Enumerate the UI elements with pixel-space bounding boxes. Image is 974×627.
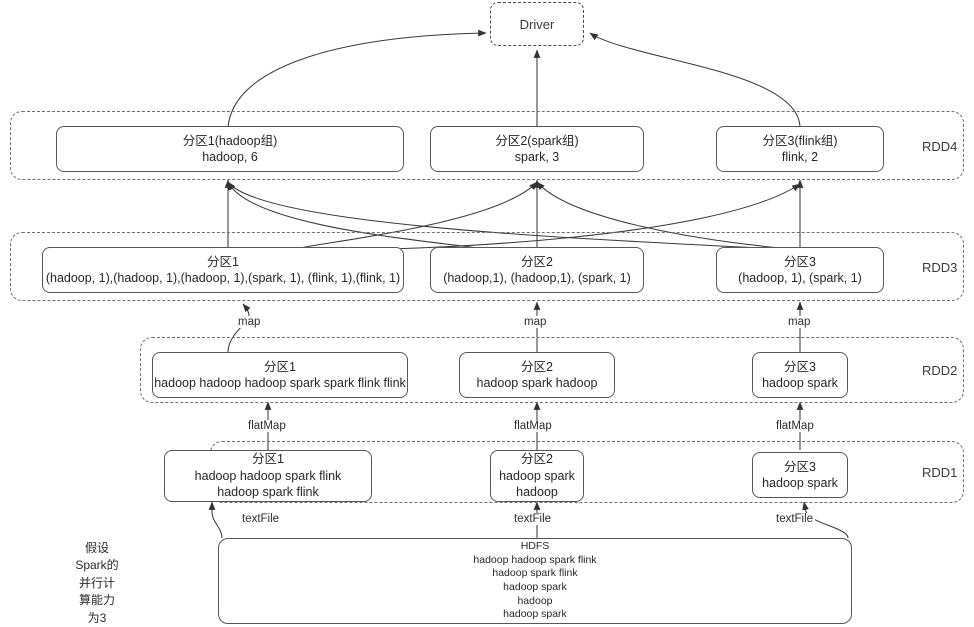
- rdd2-partition-2[interactable]: 分区2 hadoop spark hadoop: [459, 352, 615, 398]
- rdd1-partition-2-line-1: hadoop spark: [499, 468, 575, 483]
- rdd4-partition-3-title: 分区3(flink组): [762, 133, 838, 148]
- rdd1-partition-3-line-1: hadoop spark: [762, 476, 838, 490]
- rdd2-partition-2-line-1: hadoop spark hadoop: [476, 376, 598, 390]
- rdd3-partition-3[interactable]: 分区3 (hadoop, 1), (spark, 1): [716, 247, 884, 293]
- rdd2-partition-1-line-1: hadoop hadoop hadoop spark spark flink f…: [154, 376, 406, 390]
- rdd1-partition-2-line-2: hadoop: [516, 485, 558, 500]
- rdd1-partition-1-line-1: hadoop hadoop spark flink: [194, 468, 342, 483]
- rdd-label-rdd1: RDD1: [922, 465, 958, 480]
- rdd2-partition-1[interactable]: 分区1 hadoop hadoop hadoop spark spark fli…: [152, 352, 408, 398]
- hdfs-line-1: hadoop hadoop spark flink: [473, 553, 597, 566]
- edge-label-map-2: map: [522, 316, 549, 328]
- edge-label-flatmap-1: flatMap: [246, 420, 288, 432]
- rdd-group-rdd4: [10, 111, 964, 180]
- edge-label-map-1: map: [236, 316, 263, 328]
- rdd1-partition-3-title: 分区3: [784, 459, 816, 474]
- rdd3-partition-2-title: 分区2: [521, 254, 553, 269]
- rdd4-partition-3-line-1: flink, 2: [781, 150, 819, 164]
- rdd4-partition-2-title: 分区2(spark组): [495, 133, 579, 148]
- rdd2-partition-3-line-1: hadoop spark: [762, 376, 838, 390]
- rdd-group-rdd2: [140, 337, 964, 403]
- rdd2-partition-1-title: 分区1: [264, 359, 296, 374]
- rdd4-partition-1-title: 分区1(hadoop组): [182, 133, 278, 148]
- rdd3-partition-3-title: 分区3: [784, 254, 816, 269]
- parallelism-note: 假设 Spark的 并行计 算能力 为3: [75, 541, 119, 625]
- edge-textfile-p1: [208, 501, 223, 539]
- rdd2-partition-3-title: 分区3: [784, 359, 816, 374]
- driver-label: Driver: [519, 16, 555, 32]
- rdd4-partition-2[interactable]: 分区2(spark组) spark, 3: [430, 126, 644, 172]
- rdd1-partition-1-line-2: hadoop spark flink: [217, 485, 319, 500]
- rdd4-partition-1[interactable]: 分区1(hadoop组) hadoop, 6: [56, 126, 404, 172]
- rdd-group-rdd3: [10, 232, 964, 301]
- edge-label-textfile-3: textFile: [774, 513, 816, 525]
- rdd-label-rdd2: RDD2: [922, 363, 958, 378]
- hdfs-line-3: hadoop spark: [503, 581, 567, 593]
- rdd1-partition-3[interactable]: 分区3 hadoop spark: [752, 452, 848, 498]
- edge-label-textfile-2: textFile: [512, 513, 554, 525]
- edge-label-flatmap-2: flatMap: [512, 420, 554, 432]
- rdd3-partition-3-line-1: (hadoop, 1), (spark, 1): [738, 271, 862, 285]
- hdfs-title: HDFS: [520, 540, 550, 553]
- edge-label-map-3: map: [786, 316, 813, 328]
- hdfs-line-5: hadoop spark: [503, 608, 567, 621]
- rdd3-partition-2-line-1: (hadoop,1), (hadoop,1), (spark, 1): [443, 271, 631, 285]
- edge-label-flatmap-3: flatMap: [774, 420, 816, 432]
- hdfs-node[interactable]: HDFS hadoop hadoop spark flink hadoop sp…: [218, 538, 852, 624]
- rdd1-partition-2-title: 分区2: [521, 452, 553, 467]
- rdd3-partition-1[interactable]: 分区1 (hadoop, 1),(hadoop, 1),(hadoop, 1),…: [42, 247, 404, 293]
- rdd-label-rdd3: RDD3: [922, 260, 958, 275]
- rdd1-partition-1[interactable]: 分区1 hadoop hadoop spark flink hadoop spa…: [164, 450, 372, 502]
- rdd3-partition-2[interactable]: 分区2 (hadoop,1), (hadoop,1), (spark, 1): [430, 247, 644, 293]
- edge-label-textfile-1: textFile: [240, 513, 282, 525]
- rdd-label-rdd4: RDD4: [922, 139, 958, 154]
- rdd4-partition-3[interactable]: 分区3(flink组) flink, 2: [716, 126, 884, 172]
- rdd4-partition-2-line-1: spark, 3: [514, 150, 560, 164]
- rdd3-partition-1-title: 分区1: [207, 254, 239, 269]
- rdd1-partition-1-title: 分区1: [252, 452, 284, 467]
- hdfs-line-4: hadoop: [517, 594, 553, 607]
- rdd1-partition-2[interactable]: 分区2 hadoop spark hadoop: [490, 450, 584, 502]
- rdd2-partition-3[interactable]: 分区3 hadoop spark: [752, 352, 848, 398]
- hdfs-line-2: hadoop spark flink: [492, 567, 578, 580]
- rdd2-partition-2-title: 分区2: [521, 359, 553, 374]
- rdd4-partition-1-line-1: hadoop, 6: [202, 150, 258, 164]
- rdd3-partition-1-line-1: (hadoop, 1),(hadoop, 1),(hadoop, 1),(spa…: [45, 271, 401, 285]
- driver-node[interactable]: Driver: [490, 2, 584, 46]
